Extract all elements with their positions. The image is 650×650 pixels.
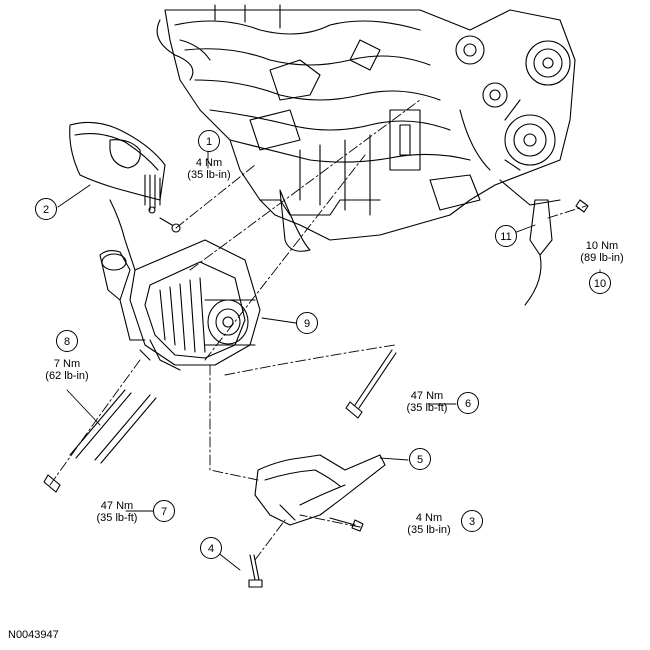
torque-label-7-imperial: (35 lb-ft) [96,512,138,524]
callout-3: 3 [461,510,483,532]
torque-label-1-imperial: (35 lb-in) [187,169,231,181]
callout-8: 8 [56,330,78,352]
torque-label-8: 7 Nm (62 lb-in) [45,358,88,382]
callout-10: 10 [589,272,611,294]
torque-label-8-metric: 7 Nm [53,358,81,370]
callout-5: 5 [409,448,431,470]
torque-label-3-metric: 4 Nm [415,512,443,524]
torque-label-6-imperial: (35 lb-ft) [406,402,448,414]
callout-6: 6 [457,392,479,414]
air-intake-duct-drawing [69,121,166,214]
torque-label-3-imperial: (35 lb-in) [407,524,451,536]
torque-label-10-imperial: (89 lb-in) [580,252,624,264]
torque-label-10-metric: 10 Nm [585,240,619,252]
callout-7: 7 [153,500,175,522]
alternator-drawing [99,199,261,371]
torque-label-1-metric: 4 Nm [195,157,223,169]
splash-shield-drawing [254,454,386,526]
torque-label-7-metric: 47 Nm [100,500,134,512]
figure-id: N0043947 [8,629,59,641]
guide-lines [49,99,587,561]
bolts-drawing [43,179,589,588]
torque-label-3: 4 Nm (35 lb-in) [407,512,450,536]
callout-9: 9 [296,312,318,334]
callout-1: 1 [198,130,220,152]
torque-label-1: 4 Nm (35 lb-in) [187,157,230,181]
torque-label-8-imperial: (62 lb-in) [45,370,89,382]
torque-label-10: 10 Nm (89 lb-in) [580,240,623,264]
torque-label-7: 47 Nm (35 lb-ft) [97,500,138,524]
callout-4: 4 [200,537,222,559]
callout-11: 11 [495,225,517,247]
torque-label-6-metric: 47 Nm [410,390,444,402]
torque-label-6: 47 Nm (35 lb-ft) [407,390,448,414]
callout-2: 2 [35,198,57,220]
engine-block-drawing [156,4,576,252]
